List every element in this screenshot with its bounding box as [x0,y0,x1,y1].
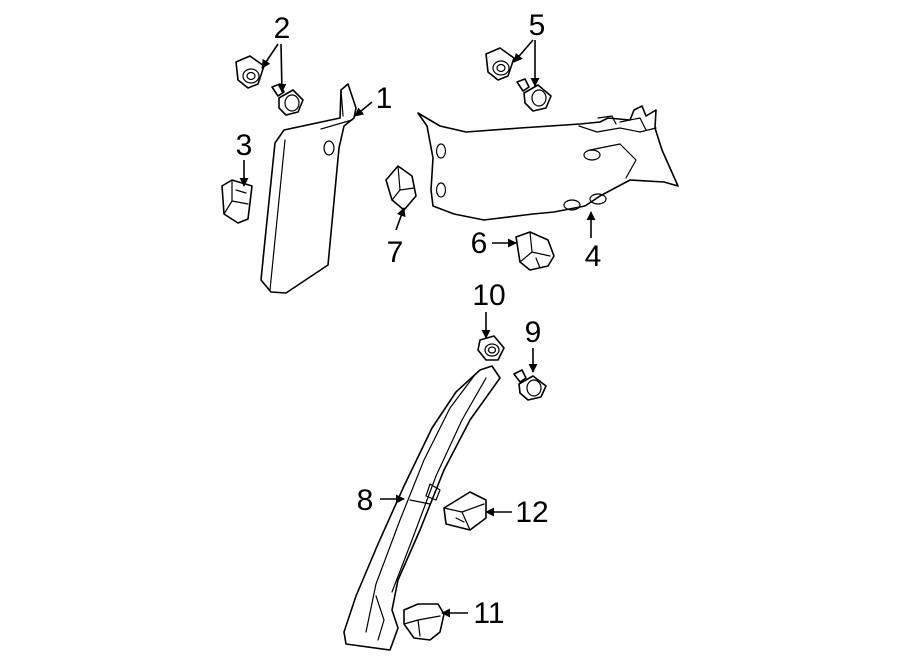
callout-8: 8 [357,484,374,517]
part-4-hole-c [589,193,607,205]
callout-1: 1 [376,82,393,115]
part-9-fastener [513,369,547,401]
part-4-quarter-trim [417,105,679,221]
callout-4: 4 [585,240,602,273]
callout-9: 9 [525,316,542,349]
callout-11: 11 [473,597,504,630]
part-4-hole-e [435,182,447,198]
leader-2a [261,43,279,69]
leader-2b [277,43,287,93]
callout-5: 5 [529,9,546,42]
callout-7: 7 [387,236,404,269]
part-7-clip [385,165,417,211]
part-12-clip [443,491,487,531]
callout-10: 10 [472,279,505,312]
leader-lines [239,39,596,618]
leader-5a [513,39,534,63]
leader-7 [395,207,406,231]
part-4-hole-a [583,149,601,161]
part-1-pillar-trim [260,83,357,294]
part-2-fastener-b [271,83,304,116]
callout-labels: 1 2 3 4 5 6 7 8 9 10 11 12 [236,9,602,630]
callout-2: 2 [274,12,291,45]
part-5-fastener-b [516,78,552,112]
callout-6: 6 [471,227,488,260]
part-3-clip [221,179,253,224]
part-4-hole-d [435,143,447,159]
callout-3: 3 [236,129,253,162]
leader-1 [354,101,373,117]
part-8-pillar-trim [343,365,501,651]
part-6-clip [515,231,555,271]
callout-12: 12 [515,496,548,529]
part-11-clip [403,603,445,641]
part-1-hole [323,140,335,156]
part-5-fastener-a [485,47,515,81]
part-2-fastener-a [235,55,265,89]
part-10-fastener [477,335,505,361]
part-4-hole-b [563,199,581,211]
